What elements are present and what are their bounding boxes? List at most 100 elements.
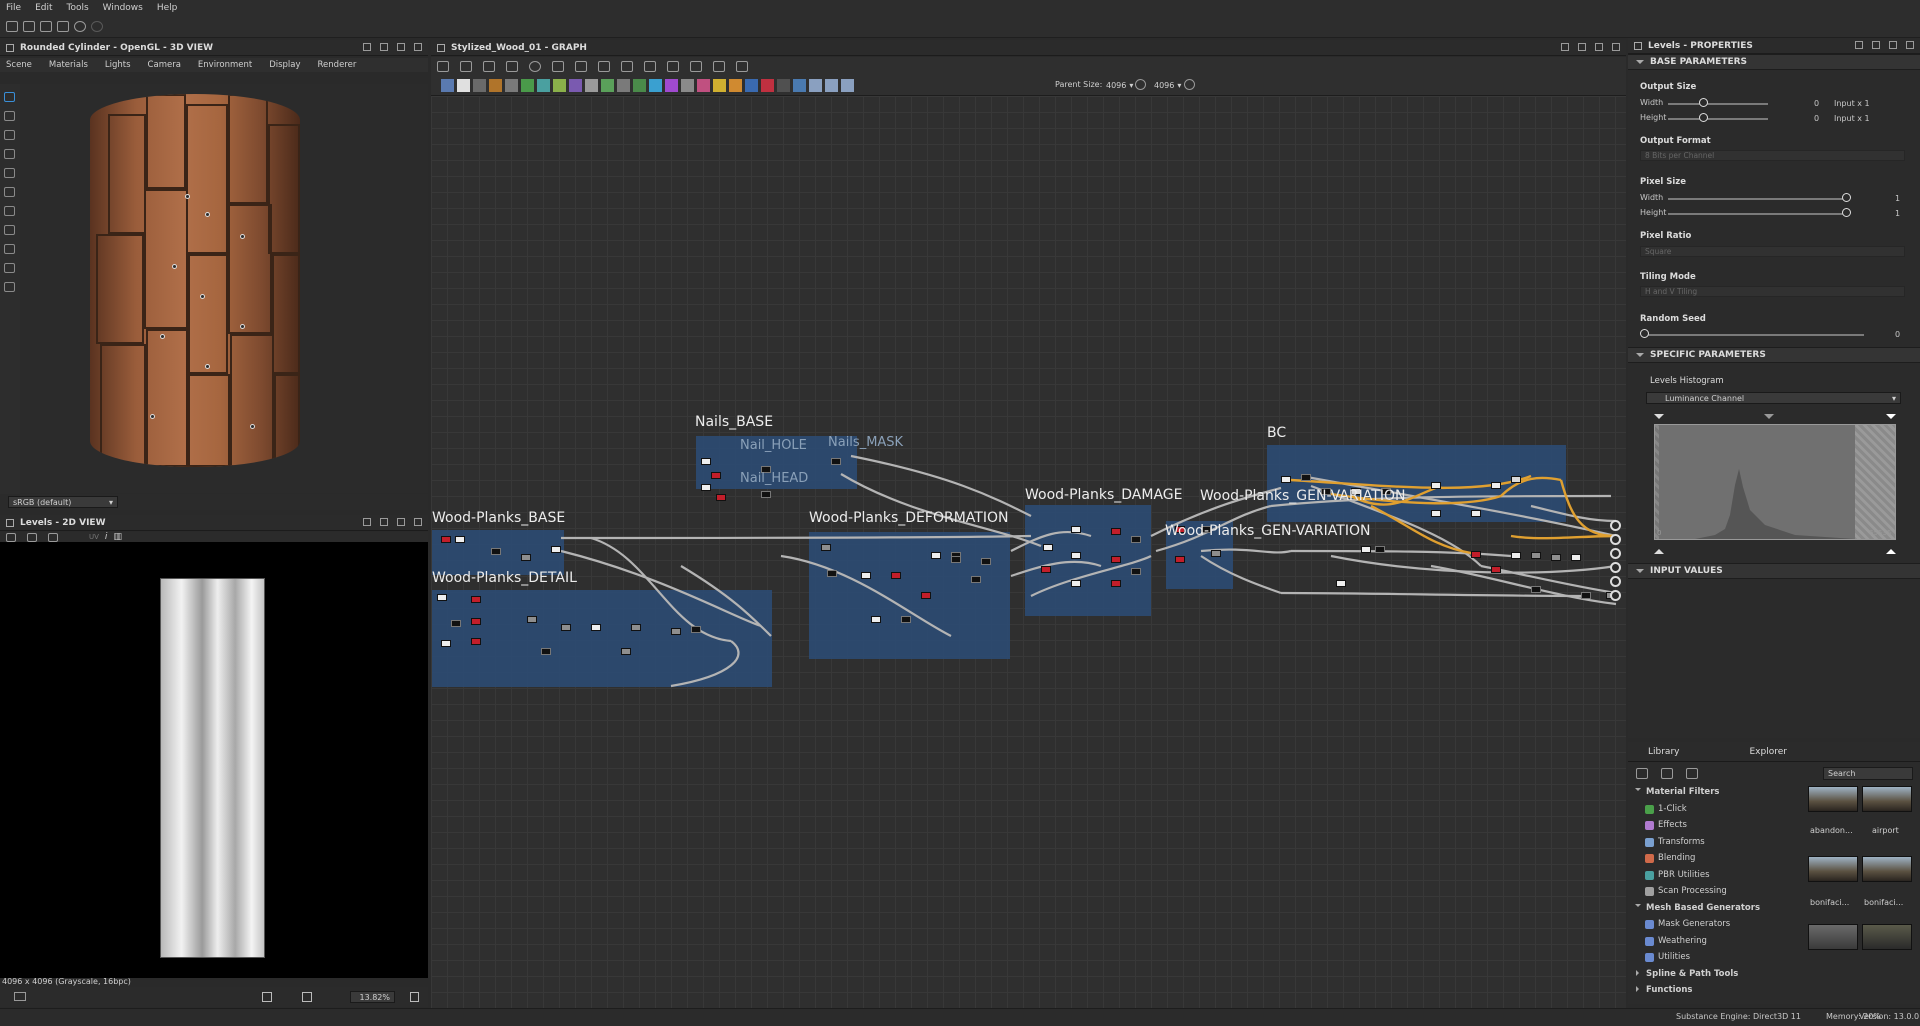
pin-icon[interactable] bbox=[1561, 43, 1569, 51]
layers-icon[interactable] bbox=[14, 992, 26, 1001]
px-height-slider-handle[interactable] bbox=[1842, 208, 1851, 217]
bitmap-node-icon[interactable] bbox=[441, 79, 454, 92]
px-height-slider-track[interactable] bbox=[1668, 213, 1846, 215]
uniform-color-node-icon[interactable] bbox=[457, 79, 470, 92]
directional-warp-icon[interactable] bbox=[537, 79, 550, 92]
refresh-icon[interactable] bbox=[1184, 79, 1195, 90]
axis-icon[interactable] bbox=[4, 187, 15, 197]
px-height-value[interactable]: 1 bbox=[1895, 209, 1901, 218]
thumbnail[interactable] bbox=[1808, 924, 1858, 950]
library-tree-item[interactable]: Utilities bbox=[1628, 949, 1800, 966]
maximize-icon[interactable] bbox=[1889, 41, 1897, 49]
snap-icon[interactable] bbox=[621, 60, 633, 72]
channel-select[interactable]: Luminance Channel▾ bbox=[1646, 392, 1901, 404]
camera-icon[interactable] bbox=[4, 92, 15, 102]
channels-shuffle-icon[interactable] bbox=[505, 79, 518, 92]
library-tree-item[interactable]: PBR Utilities bbox=[1628, 867, 1800, 884]
layout-icon[interactable] bbox=[575, 60, 587, 72]
width-slider-track[interactable] bbox=[1668, 103, 1768, 105]
thumbnail-abandon[interactable] bbox=[1808, 786, 1858, 812]
stats-icon[interactable] bbox=[4, 282, 15, 292]
menu-file[interactable]: File bbox=[6, 3, 22, 13]
cube-icon[interactable] bbox=[4, 206, 15, 216]
maximize-icon[interactable] bbox=[397, 518, 405, 526]
pixel-ratio-select[interactable]: Square bbox=[1640, 246, 1905, 257]
mesh-icon[interactable] bbox=[4, 225, 15, 235]
text-node-icon[interactable] bbox=[729, 79, 742, 92]
tab-library[interactable]: Library bbox=[1648, 746, 1680, 757]
output-port-icon[interactable] bbox=[1610, 534, 1621, 545]
view3d-viewport[interactable] bbox=[20, 84, 428, 493]
copy-icon[interactable] bbox=[27, 532, 37, 542]
random-seed-value[interactable]: 0 bbox=[1895, 330, 1901, 339]
view3d-menu-display[interactable]: Display bbox=[269, 60, 301, 70]
pixel-processor-icon[interactable] bbox=[681, 79, 694, 92]
view3d-menu-environment[interactable]: Environment bbox=[197, 60, 253, 70]
width-value[interactable]: 0 bbox=[1814, 99, 1820, 108]
float-icon[interactable] bbox=[380, 43, 388, 51]
height-slider-track[interactable] bbox=[1668, 118, 1768, 120]
float-icon[interactable] bbox=[380, 518, 388, 526]
edit-icon[interactable] bbox=[1686, 767, 1698, 779]
size-select[interactable]: 4096▾ bbox=[1154, 80, 1182, 90]
menu-windows[interactable]: Windows bbox=[102, 3, 143, 13]
emboss-node-icon[interactable] bbox=[569, 79, 582, 92]
uv-toggle[interactable]: UV bbox=[89, 533, 99, 541]
library-tree-category[interactable]: Spline & Path Tools bbox=[1628, 966, 1800, 983]
px-width-slider-track[interactable] bbox=[1668, 198, 1846, 200]
dot-node-icon[interactable] bbox=[841, 79, 854, 92]
grid-icon[interactable] bbox=[736, 60, 748, 72]
view3d-menu-camera[interactable]: Camera bbox=[147, 60, 181, 70]
blur-node-icon[interactable] bbox=[489, 79, 502, 92]
fx-map-icon[interactable] bbox=[585, 79, 598, 92]
tangent-icon[interactable] bbox=[4, 263, 15, 273]
close-icon[interactable] bbox=[414, 43, 422, 51]
pin-icon[interactable] bbox=[1855, 41, 1863, 49]
frame-node-icon[interactable] bbox=[809, 79, 822, 92]
distribute-icon[interactable] bbox=[598, 60, 610, 72]
tree-icon[interactable] bbox=[713, 60, 725, 72]
tiling-mode-select[interactable]: H and V Tiling bbox=[1640, 286, 1905, 297]
view3d-menu-renderer[interactable]: Renderer bbox=[317, 60, 357, 70]
levels-histogram[interactable]: 0 65535 bbox=[1654, 424, 1896, 540]
open-folder-icon[interactable] bbox=[40, 21, 52, 32]
library-tree-item[interactable]: Scan Processing bbox=[1628, 883, 1800, 900]
frame-all-icon[interactable] bbox=[437, 60, 449, 72]
float-icon[interactable] bbox=[1578, 43, 1586, 51]
grid-icon[interactable] bbox=[4, 168, 15, 178]
random-seed-slider-handle[interactable] bbox=[1640, 329, 1649, 338]
view3d-menu-scene[interactable]: Scene bbox=[6, 60, 32, 70]
output-port-icon[interactable] bbox=[1610, 590, 1621, 601]
save-icon[interactable] bbox=[57, 21, 69, 32]
export-icon[interactable] bbox=[48, 532, 58, 542]
maximize-icon[interactable] bbox=[1595, 43, 1603, 51]
height-value[interactable]: 0 bbox=[1814, 114, 1820, 123]
settings-icon[interactable] bbox=[667, 60, 679, 72]
environment-icon[interactable] bbox=[4, 130, 15, 140]
info-icon[interactable]: i bbox=[104, 532, 108, 542]
search-icon[interactable] bbox=[529, 60, 541, 72]
lock-icon[interactable] bbox=[410, 992, 419, 1002]
output-format-select[interactable]: 8 Bits per Channel bbox=[1640, 150, 1905, 161]
comment-node-icon[interactable] bbox=[793, 79, 806, 92]
hsl-node-icon[interactable] bbox=[633, 79, 646, 92]
distance-node-icon[interactable] bbox=[553, 79, 566, 92]
new-substance-icon[interactable] bbox=[23, 21, 35, 32]
histogram-output-black-handle[interactable] bbox=[1654, 544, 1664, 554]
gradient-map-icon[interactable] bbox=[601, 79, 614, 92]
histogram-icon[interactable]: ▥ bbox=[113, 532, 122, 542]
zoom-field[interactable]: 13.82% bbox=[350, 991, 395, 1003]
pin-node-icon[interactable] bbox=[825, 79, 838, 92]
undo-icon[interactable] bbox=[74, 21, 86, 32]
normal-node-icon[interactable] bbox=[665, 79, 678, 92]
width-mode[interactable]: Input x 1 bbox=[1834, 99, 1870, 108]
colorspace-select[interactable]: sRGB (default)▾ bbox=[8, 496, 118, 508]
output-port-icon[interactable] bbox=[1610, 520, 1621, 531]
curve-node-icon[interactable] bbox=[521, 79, 534, 92]
px-width-slider-handle[interactable] bbox=[1842, 193, 1851, 202]
histogram-output-white-handle[interactable] bbox=[1886, 544, 1896, 554]
frame-selected-icon[interactable] bbox=[460, 60, 472, 72]
parent-size-select[interactable]: 4096▾ bbox=[1106, 80, 1134, 90]
thumbnail[interactable] bbox=[1862, 924, 1912, 950]
new-graph-icon[interactable] bbox=[6, 21, 18, 32]
